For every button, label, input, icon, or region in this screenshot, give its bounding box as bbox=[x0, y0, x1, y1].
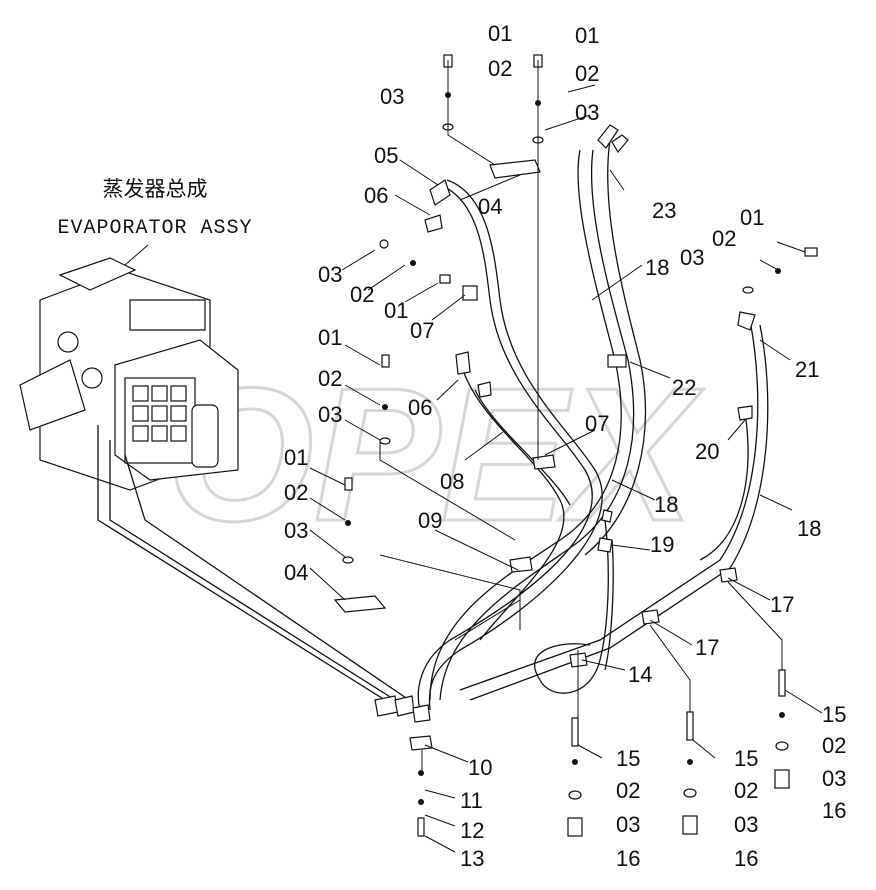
leader-lines bbox=[309, 60, 823, 853]
callout-label: 01 bbox=[740, 205, 764, 230]
callout-label: 15 bbox=[616, 746, 640, 771]
callout-label: 02 bbox=[822, 733, 846, 758]
callout-label: 06 bbox=[364, 183, 388, 208]
callout-label: 16 bbox=[822, 798, 846, 823]
callout-label: 01 bbox=[284, 445, 308, 470]
callout-label: 16 bbox=[734, 846, 758, 871]
callout-label: 06 bbox=[408, 395, 432, 420]
callout-label: 17 bbox=[770, 592, 794, 617]
callout-label: 09 bbox=[418, 508, 442, 533]
callout-label: 15 bbox=[822, 702, 846, 727]
callout-label: 02 bbox=[712, 226, 736, 251]
callout-label: 15 bbox=[734, 746, 758, 771]
callout-label: 02 bbox=[734, 778, 758, 803]
callout-label: 21 bbox=[795, 357, 819, 382]
callout-label: 13 bbox=[460, 846, 484, 871]
callout-label: 01 bbox=[318, 325, 342, 350]
callout-label: 02 bbox=[575, 61, 599, 86]
callout-label: 02 bbox=[350, 282, 374, 307]
callout-label: 04 bbox=[478, 194, 502, 219]
callout-label: 16 bbox=[616, 846, 640, 871]
callout-label: 03 bbox=[318, 402, 342, 427]
callout-label: 18 bbox=[654, 492, 678, 517]
callout-label: 01 bbox=[384, 298, 408, 323]
brackets bbox=[333, 124, 756, 751]
callout-label: 12 bbox=[460, 818, 484, 843]
callout-label: 03 bbox=[575, 100, 599, 125]
callout-label: 14 bbox=[628, 662, 652, 687]
callout-label: 22 bbox=[672, 375, 696, 400]
callout-label: 02 bbox=[616, 778, 640, 803]
callout-label: 17 bbox=[695, 635, 719, 660]
callout-label: 01 bbox=[488, 21, 512, 46]
callout-label: 19 bbox=[650, 532, 674, 557]
title-chinese: 蒸发器总成 bbox=[103, 177, 208, 201]
callout-label: 07 bbox=[410, 318, 434, 343]
title-english: EVAPORATOR ASSY bbox=[57, 217, 252, 240]
callout-label: 20 bbox=[695, 439, 719, 464]
callout-label: 03 bbox=[680, 245, 704, 270]
callout-label: 05 bbox=[374, 143, 398, 168]
callout-label: 02 bbox=[488, 56, 512, 81]
callout-label: 03 bbox=[318, 262, 342, 287]
evaporator-assembly bbox=[19, 257, 413, 703]
callout-label: 23 bbox=[652, 198, 676, 223]
callout-labels: 01 02 03 04 01 02 03 05 06 23 01 02 03 1… bbox=[284, 21, 846, 871]
callout-label: 03 bbox=[616, 812, 640, 837]
callout-label: 03 bbox=[822, 766, 846, 791]
callout-label: 02 bbox=[318, 366, 342, 391]
callout-label: 02 bbox=[284, 480, 308, 505]
callout-label: 03 bbox=[734, 812, 758, 837]
callout-label: 11 bbox=[460, 788, 483, 813]
callout-label: 07 bbox=[585, 411, 609, 436]
callout-label: 18 bbox=[797, 516, 821, 541]
callout-label: 18 bbox=[645, 255, 669, 280]
callout-label: 08 bbox=[440, 469, 464, 494]
callout-label: 01 bbox=[575, 23, 599, 48]
callout-label: 10 bbox=[468, 755, 492, 780]
hose-lines bbox=[379, 139, 769, 711]
callout-label: 03 bbox=[284, 518, 308, 543]
callout-label: 04 bbox=[284, 560, 308, 585]
callout-label: 03 bbox=[380, 84, 404, 109]
watermark: OPEX bbox=[166, 349, 704, 561]
